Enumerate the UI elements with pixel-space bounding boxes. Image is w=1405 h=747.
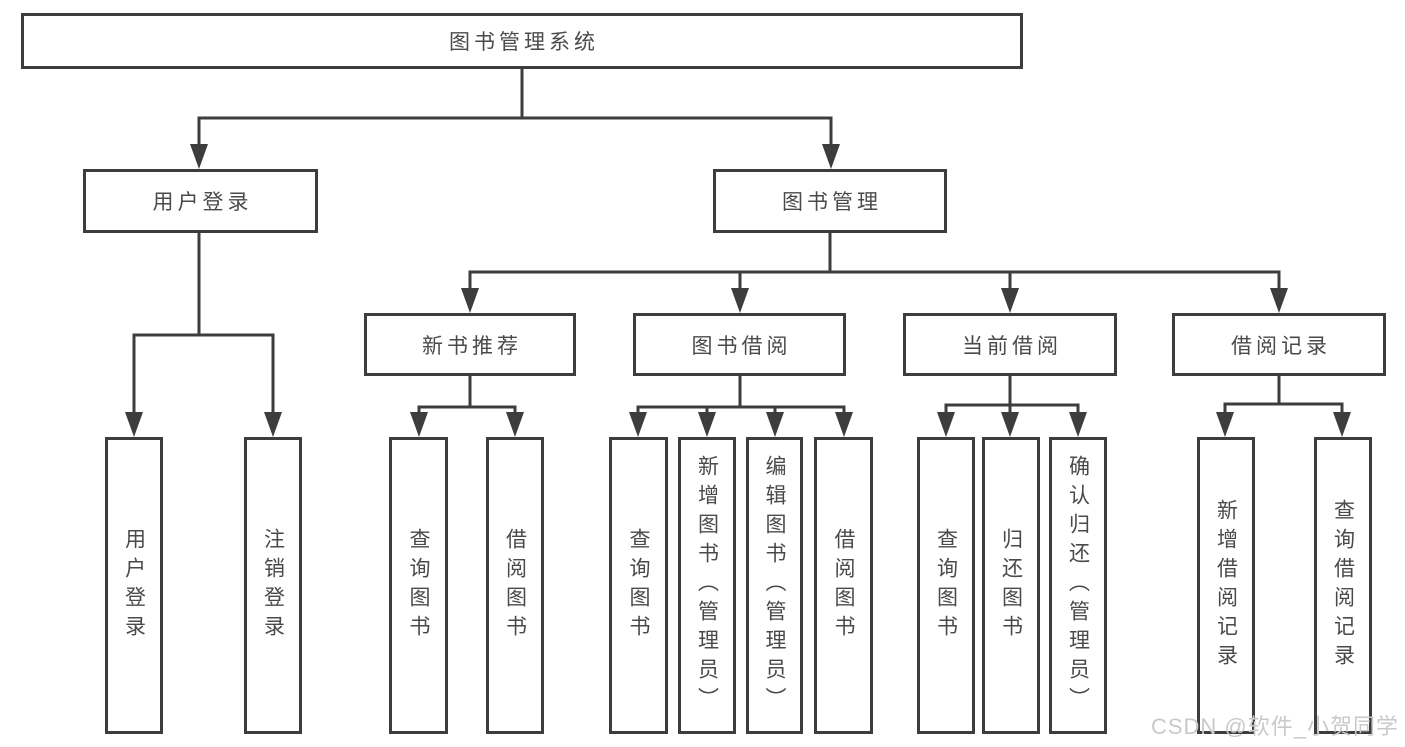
leaf-logout: 注销登录 — [244, 437, 302, 734]
leaf-edit-book-admin-label: 编辑图书（管理员） — [763, 455, 786, 716]
leaf-confirm-return-admin-label: 确认归还（管理员） — [1066, 455, 1090, 716]
node-new-book-recommend-label: 新书推荐 — [422, 334, 522, 358]
leaf-add-borrow-record-label: 新增借阅记录 — [1214, 498, 1238, 673]
leaf-user-login: 用户登录 — [105, 437, 163, 734]
leaf-query-borrow-record: 查询借阅记录 — [1314, 437, 1372, 734]
leaf-edit-book-admin: 编辑图书（管理员） — [746, 437, 803, 734]
leaf-query-books-borrow: 查询图书 — [609, 437, 668, 734]
leaf-return-book-label: 归还图书 — [999, 527, 1023, 644]
leaf-logout-label: 注销登录 — [261, 527, 285, 644]
leaf-add-book-admin: 新增图书（管理员） — [678, 437, 736, 734]
leaf-query-books-recommend-label: 查询图书 — [407, 527, 430, 644]
leaf-borrow-books: 借阅图书 — [814, 437, 873, 734]
leaf-add-book-admin-label: 新增图书（管理员） — [695, 455, 719, 716]
csdn-watermark: CSDN @软件_小贺同学 — [1150, 714, 1399, 739]
leaf-query-books-current: 查询图书 — [917, 437, 975, 734]
leaf-borrow-books-recommend-label: 借阅图书 — [503, 527, 527, 644]
node-root: 图书管理系统 — [21, 13, 1023, 69]
node-user-login: 用户登录 — [83, 169, 318, 233]
node-current-borrow: 当前借阅 — [903, 313, 1117, 376]
leaf-confirm-return-admin: 确认归还（管理员） — [1049, 437, 1107, 734]
leaf-user-login-label: 用户登录 — [122, 527, 146, 644]
node-book-borrow: 图书借阅 — [633, 313, 846, 376]
node-current-borrow-label: 当前借阅 — [962, 334, 1062, 358]
leaf-add-borrow-record: 新增借阅记录 — [1197, 437, 1255, 734]
leaf-query-books-borrow-label: 查询图书 — [627, 527, 650, 644]
node-new-book-recommend: 新书推荐 — [364, 313, 576, 376]
node-book-management: 图书管理 — [713, 169, 947, 233]
arrowheads — [125, 144, 1351, 437]
leaf-borrow-books-recommend: 借阅图书 — [486, 437, 544, 734]
leaf-query-books-current-label: 查询图书 — [934, 527, 958, 644]
leaf-borrow-books-label: 借阅图书 — [832, 527, 855, 644]
node-root-label: 图书管理系统 — [449, 31, 599, 54]
leaf-return-book: 归还图书 — [982, 437, 1040, 734]
node-book-management-label: 图书管理 — [782, 191, 882, 214]
node-borrow-records: 借阅记录 — [1172, 313, 1386, 376]
leaf-query-borrow-record-label: 查询借阅记录 — [1331, 498, 1355, 673]
node-borrow-records-label: 借阅记录 — [1231, 334, 1331, 358]
node-book-borrow-label: 图书借阅 — [691, 334, 792, 358]
leaf-query-books-recommend: 查询图书 — [389, 437, 448, 734]
node-user-login-label: 用户登录 — [152, 191, 253, 214]
